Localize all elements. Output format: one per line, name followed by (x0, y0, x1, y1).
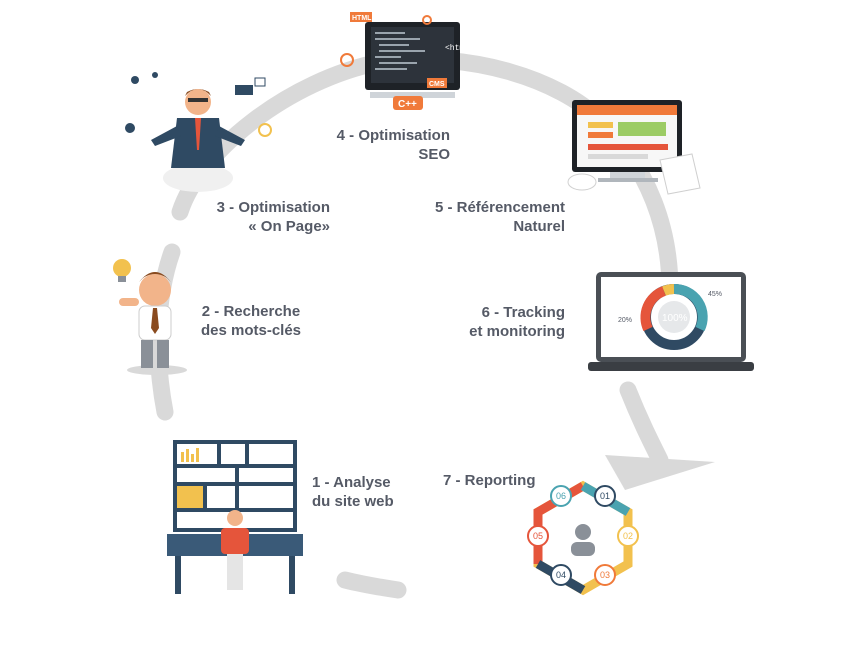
step-6-line2: et monitoring (469, 323, 565, 340)
html-tag: HTML (352, 15, 372, 22)
website-monitor-illustration (567, 100, 701, 195)
step-2-line1: 2 - Recherche (201, 303, 301, 320)
cms-tag: CMS (429, 81, 445, 88)
step-1-line1: 1 - Analyse (312, 474, 391, 491)
tracking-laptop-illustration: 100% 20% 45% (588, 272, 754, 371)
documents-icon (659, 153, 701, 195)
gear-icon (340, 53, 354, 67)
step-7-line1: 7 - Reporting (443, 472, 536, 489)
code-monitor-illustration: HTML CMS C++ <htm (340, 12, 464, 110)
donut-left-label: 20% (618, 317, 632, 324)
step-4-line2: SEO (418, 146, 450, 163)
donut-center-value: 100% (662, 313, 688, 324)
hex-node-05: 05 (533, 531, 543, 541)
lightbulb-icon (113, 259, 131, 282)
arrow-head (605, 455, 715, 490)
floating-icons (125, 72, 272, 137)
step-6-line1: 6 - Tracking (481, 304, 565, 321)
html-glyph: <htm (445, 44, 464, 53)
donut-chart (640, 284, 708, 350)
keyword-research-illustration (113, 259, 187, 375)
analysis-dashboard-illustration (167, 440, 303, 594)
step-1-label: 1 - Analyse du site web (312, 473, 394, 511)
step-2-line2: des mots-clés (200, 322, 302, 339)
step-7-label: 7 - Reporting (443, 471, 536, 490)
hex-node-01: 01 (600, 491, 610, 501)
onpage-optimisation-illustration (125, 72, 272, 192)
step-6-label: 6 - Tracking et monitoring (450, 303, 565, 341)
step-3-line1: 3 - Optimisation (216, 199, 330, 216)
step-3-label: 3 - Optimisation « On Page» (200, 198, 330, 236)
arrow-segment-bottom (336, 571, 407, 599)
hex-node-04: 04 (556, 570, 566, 580)
step-3-line2: « On Page» (248, 218, 330, 235)
step-2-label: 2 - Recherche des mots-clés (192, 302, 310, 340)
step-5-line1: 5 - Référencement (434, 199, 565, 216)
hex-node-02: 02 (623, 531, 633, 541)
arrow-segment-top (171, 50, 679, 299)
step-1-line2: du site web (312, 493, 394, 510)
step-5-label: 5 - Référencement Naturel (415, 198, 565, 236)
step-5-line2: Naturel (513, 218, 565, 235)
network-icon (422, 15, 432, 25)
operator-person (221, 510, 249, 590)
step-4-label: 4 - Optimisation SEO (318, 126, 450, 164)
hex-node-03: 03 (600, 570, 610, 580)
hex-node-06: 06 (556, 491, 566, 501)
reporting-hexagon-illustration: 01 02 03 04 05 06 (527, 480, 639, 596)
user-icon (571, 524, 595, 556)
donut-right-label: 45% (708, 291, 722, 298)
coffee-cup-icon (567, 173, 597, 191)
cpp-tag: C++ (398, 99, 417, 110)
step-4-line1: 4 - Optimisation (336, 127, 450, 144)
arrow-segment-right (619, 381, 669, 469)
